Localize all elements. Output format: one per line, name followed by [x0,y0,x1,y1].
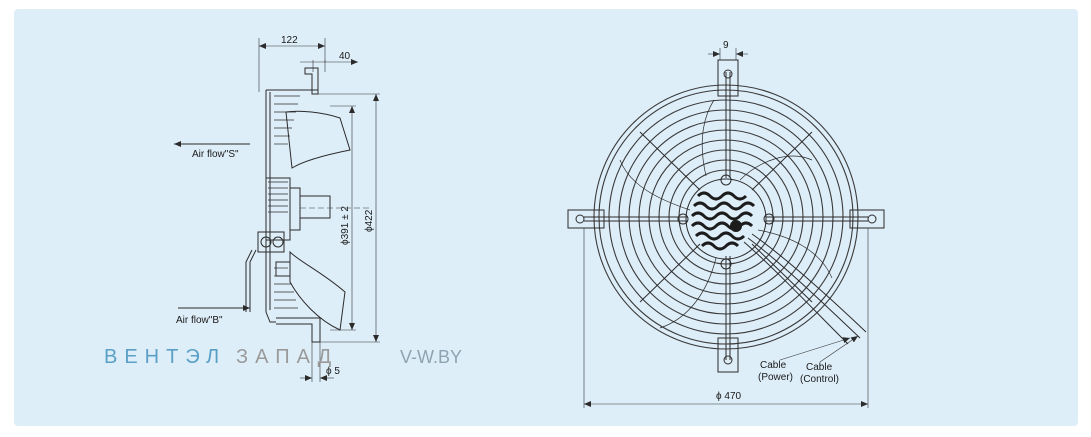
dim-guard-diameter-label: ϕ422 [364,209,375,232]
cable-power-label-1: Cable [760,360,787,371]
cable-control-label-1: Cable [806,362,833,373]
watermark: ВЕНТЭЛ ЗАПАД V-W.BY [104,346,462,368]
dim-122-label: 122 [281,35,298,46]
cable-power-label-2: (Power) [758,372,793,383]
watermark-brand-part1: ВЕНТЭЛ [104,346,226,368]
dim-470-label: ϕ 470 [716,391,742,402]
cable-control-label-2: (Control) [800,374,839,385]
motor-fins [690,191,756,251]
airflow-b-label: Air flow"B" [176,315,223,326]
side-view: 122 40 [174,35,380,382]
front-view: 9 ϕ 470 Cable (Power) Cable (Control) [567,40,885,408]
mount-tab-left [567,209,605,229]
mount-tab-bottom [717,337,739,373]
watermark-site: V-W.BY [400,347,462,367]
mount-tab-right [849,209,885,229]
watermark-brand-part2: ЗАПАД [236,346,338,368]
mount-tab-top [717,59,739,97]
dim-9-label: 9 [723,40,729,51]
guard-struts [584,72,868,360]
blades [619,99,833,329]
dim-blade-diameter-label: ϕ391 ± 2 [340,206,351,245]
dim-hole-label: ϕ 5 [326,366,340,377]
dim-40-label: 40 [339,51,351,62]
airflow-s-label: Air flow"S" [192,149,239,160]
drawing-background [14,9,1078,426]
